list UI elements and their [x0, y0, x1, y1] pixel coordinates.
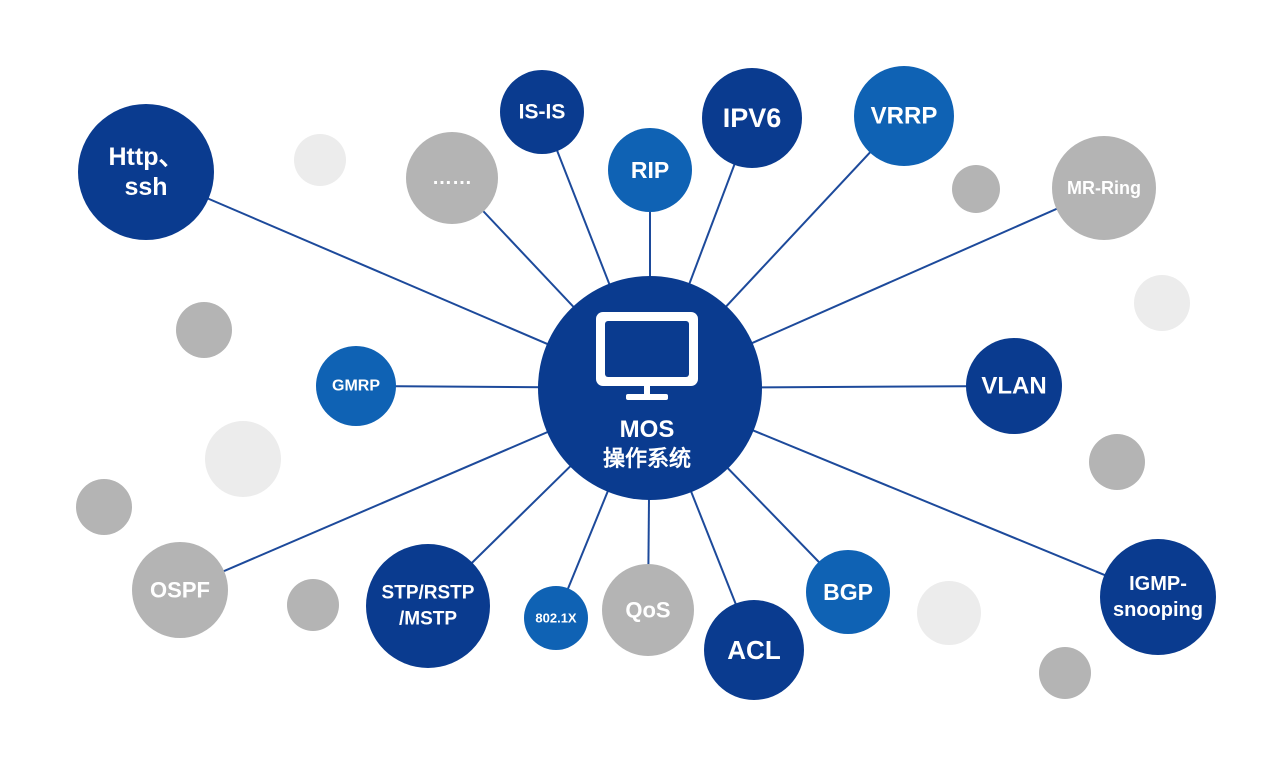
node-circle: [1100, 539, 1216, 655]
node-label: VLAN: [981, 373, 1046, 400]
node-ellipsis: ……: [406, 132, 498, 224]
node-label: RIP: [631, 157, 669, 183]
node-label: ACL: [727, 635, 781, 665]
center-node-mos: MOS 操作系统: [538, 276, 762, 500]
node-circle: [132, 542, 228, 638]
decorative-dot: [205, 421, 281, 497]
node-rip: RIP: [608, 128, 692, 212]
node-label: OSPF: [150, 578, 210, 603]
node-ospf: OSPF: [132, 542, 228, 638]
center-subtitle: 操作系统: [603, 446, 691, 472]
node-label: QoS: [625, 598, 670, 623]
decorative-dot: [176, 302, 232, 358]
node-qos: QoS: [602, 564, 694, 656]
node-circle: [806, 550, 890, 634]
node-circle: [608, 128, 692, 212]
node-label: IPV6: [723, 103, 782, 133]
node-igmp: IGMP-snooping: [1100, 539, 1216, 655]
node-vlan: VLAN: [966, 338, 1062, 434]
decorative-dot: [76, 479, 132, 535]
node-label: IS-IS: [519, 101, 566, 124]
node-label: Http、: [109, 143, 184, 171]
node-circle: [366, 544, 490, 668]
node-circle: [602, 564, 694, 656]
decorative-dot: [917, 581, 981, 645]
node-http-ssh: Http、ssh: [78, 104, 214, 240]
node-is-is: IS-IS: [500, 70, 584, 154]
node-label: ssh: [124, 173, 167, 201]
node-label: ……: [432, 167, 472, 189]
node-circle: [500, 70, 584, 154]
node-circle: [78, 104, 214, 240]
decorative-dot: [1134, 275, 1190, 331]
node-vrrp: VRRP: [854, 66, 954, 166]
node-label: 802.1X: [535, 611, 577, 626]
node-acl: ACL: [704, 600, 804, 700]
node-label: /MSTP: [399, 609, 457, 630]
decorative-dots: [76, 134, 1190, 699]
node-label: snooping: [1113, 599, 1203, 621]
center-title: MOS: [620, 416, 675, 443]
node-circle: [966, 338, 1062, 434]
node-circle: [704, 600, 804, 700]
decorative-dot: [1039, 647, 1091, 699]
node-label: STP/RSTP: [382, 583, 475, 604]
node-label: VRRP: [871, 103, 938, 130]
node-label: MR-Ring: [1067, 178, 1141, 198]
node-mr-ring: MR-Ring: [1052, 136, 1156, 240]
node-gmrp: GMRP: [316, 346, 396, 426]
node-circle: [854, 66, 954, 166]
decorative-dot: [1089, 434, 1145, 490]
node-label: BGP: [823, 579, 873, 605]
node-label: GMRP: [332, 378, 380, 395]
decorative-dot: [952, 165, 1000, 213]
node-circle: [1052, 136, 1156, 240]
node-circle: [406, 132, 498, 224]
node-ipv6: IPV6: [702, 68, 802, 168]
node-bgp: BGP: [806, 550, 890, 634]
node-label: IGMP-: [1129, 573, 1187, 595]
node-dot1x: 802.1X: [524, 586, 588, 650]
decorative-dot: [287, 579, 339, 631]
node-circle: [316, 346, 396, 426]
node-circle: [524, 586, 588, 650]
monitor-icon: [596, 312, 698, 400]
node-stp: STP/RSTP/MSTP: [366, 544, 490, 668]
decorative-dot: [294, 134, 346, 186]
node-circle: [702, 68, 802, 168]
